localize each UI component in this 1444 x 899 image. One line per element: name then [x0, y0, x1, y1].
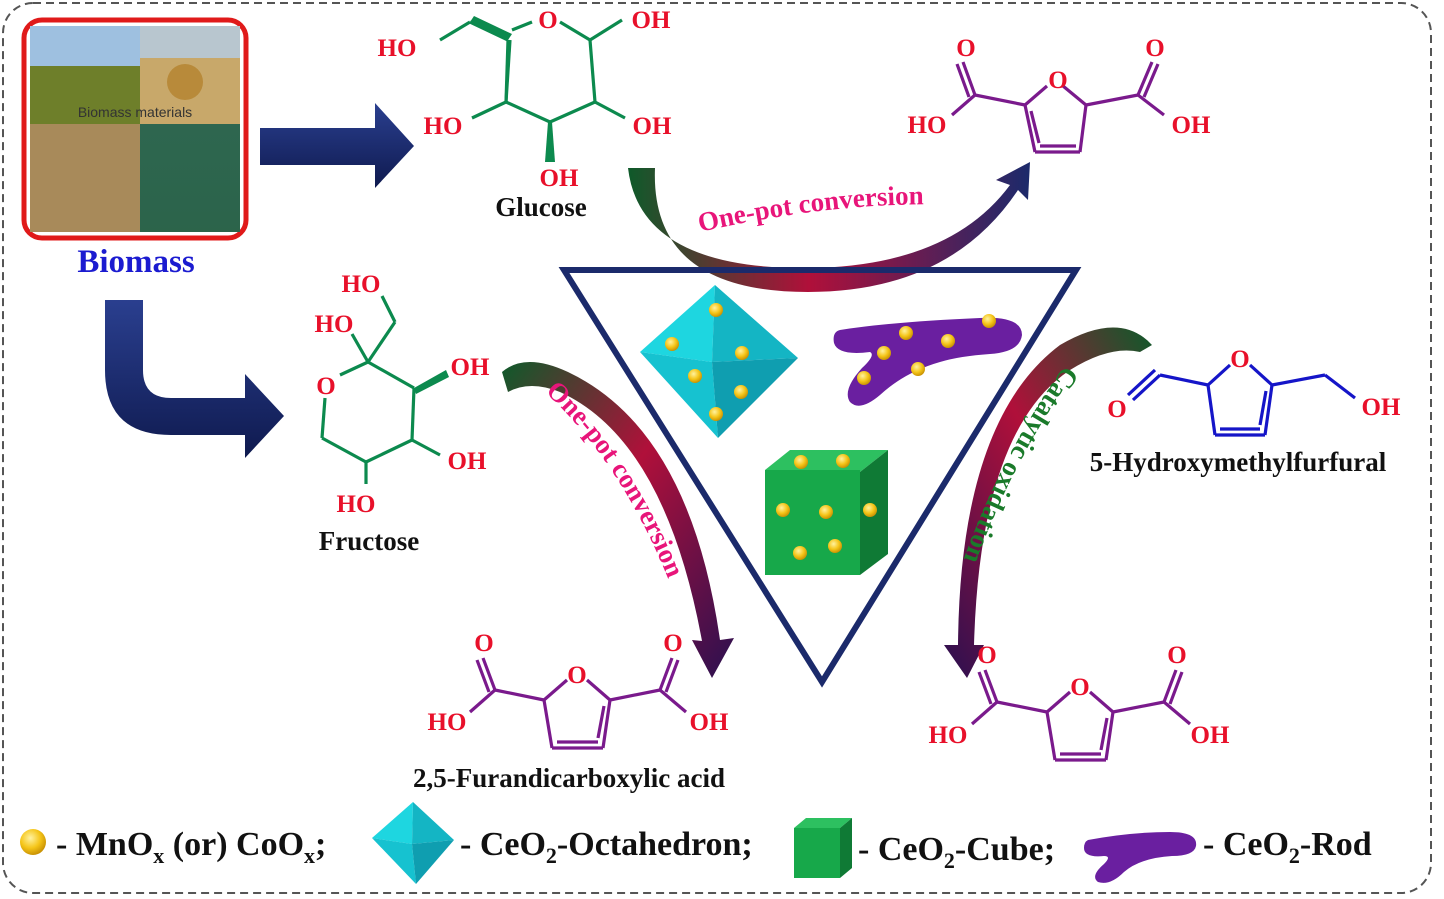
fdca-left-o-right: O — [663, 630, 682, 657]
catalyst-triangle — [558, 267, 1082, 688]
fructose-ho-1: HO — [342, 271, 381, 298]
nanoparticle-dot — [688, 369, 702, 383]
hmf-ring-o: O — [1230, 346, 1249, 373]
legend-octahedron-icon — [372, 802, 454, 884]
fdca-right-oh: OH — [1191, 722, 1230, 749]
arrow-biomass-to-fructose — [105, 300, 284, 458]
hmf-label: 5-Hydroxymethylfurfural — [1090, 447, 1387, 477]
fdca-label: 2,5-Furandicarboxylic acid — [413, 763, 725, 793]
label-one-pot-top: One-pot conversion — [695, 180, 924, 237]
fdca-top-oh: OH — [1172, 112, 1211, 139]
nanoparticle-dot — [836, 454, 850, 468]
hmf-aldehyde-o: O — [1107, 396, 1126, 423]
nanoparticle-dot — [877, 346, 891, 360]
fdca-right-o-left: O — [977, 642, 996, 669]
arrow-biomass-to-glucose — [260, 103, 414, 188]
hmf-structure — [1126, 363, 1356, 437]
fructose-oh-1: OH — [451, 354, 490, 381]
glucose-oh-1: OH — [632, 7, 671, 34]
glucose-ring-o: O — [538, 7, 557, 34]
fructose-ho-3: HO — [337, 491, 376, 518]
fructose-ring-o: O — [316, 373, 335, 400]
legend-octahedron-text: - CeO2-Octahedron; — [460, 826, 753, 868]
nanoparticle-dot — [863, 503, 877, 517]
fdca-top-ho: HO — [908, 112, 947, 139]
fdca-right-o-right: O — [1167, 642, 1186, 669]
fructose-label: Fructose — [319, 526, 419, 556]
nanoparticle-dot — [793, 546, 807, 560]
nanoparticle-dot — [911, 362, 925, 376]
arrow-one-pot-top — [628, 162, 1030, 292]
legend-cube-text: - CeO2-Cube; — [858, 831, 1055, 873]
nanoparticle-dot — [709, 407, 723, 421]
fdca-left-structure — [468, 657, 688, 750]
arrow-catalytic-oxidation — [944, 327, 1152, 678]
nanoparticle-dot — [941, 334, 955, 348]
fdca-left-ring-o: O — [567, 662, 586, 689]
fdca-right-ring-o: O — [1070, 674, 1089, 701]
glucose-structure — [439, 18, 626, 162]
nanoparticle-dot — [776, 503, 790, 517]
legend-rod-text: - CeO2-Rod — [1203, 826, 1372, 868]
fructose-structure — [320, 295, 441, 484]
legend-rod-icon — [1084, 832, 1197, 883]
nanoparticle-dot — [899, 326, 913, 340]
nanoparticle-dot — [982, 314, 996, 328]
fdca-left-oh: OH — [690, 709, 729, 736]
fdca-top-ring-o: O — [1048, 67, 1067, 94]
glucose-label: Glucose — [495, 192, 587, 222]
nanoparticle-dot — [734, 385, 748, 399]
nanoparticle-dot — [794, 455, 808, 469]
glucose-oh-3: OH — [540, 165, 579, 192]
nanoparticle-dot — [828, 539, 842, 553]
nanoparticle-dot — [709, 303, 723, 317]
fructose-oh-2: OH — [448, 448, 487, 475]
nanoparticle-dot — [665, 337, 679, 351]
glucose-ho-1: HO — [378, 35, 417, 62]
hmf-oh: OH — [1362, 394, 1401, 421]
fdca-top-structure — [950, 61, 1165, 154]
ceo2-rod — [833, 317, 1022, 406]
biomass-photo: Biomass materials — [21, 17, 249, 241]
nanoparticles — [665, 303, 996, 560]
fdca-left-ho: HO — [428, 709, 467, 736]
arrow-one-pot-left — [502, 362, 734, 678]
fructose-ho-2: HO — [315, 311, 354, 338]
fdca-right-structure — [970, 669, 1192, 762]
legend: - MnOx (or) CoOx; - CeO2-Octahedron; - C… — [20, 802, 1372, 884]
legend-mnox-text: - MnOx (or) CoOx; — [56, 826, 326, 868]
fdca-right-ho: HO — [929, 722, 968, 749]
legend-cube-icon — [794, 818, 852, 878]
fdca-top-o-right: O — [1145, 35, 1164, 62]
nanoparticle-dot — [819, 505, 833, 519]
glucose-ho-2: HO — [424, 113, 463, 140]
legend-nanoparticle-icon — [20, 829, 46, 855]
glucose-oh-2: OH — [633, 113, 672, 140]
biomass-photo-caption: Biomass materials — [78, 104, 192, 120]
nanoparticle-dot — [735, 346, 749, 360]
fdca-top-o-left: O — [956, 35, 975, 62]
fdca-left-o-left: O — [474, 630, 493, 657]
nanoparticle-dot — [857, 371, 871, 385]
biomass-label: Biomass — [77, 244, 195, 280]
